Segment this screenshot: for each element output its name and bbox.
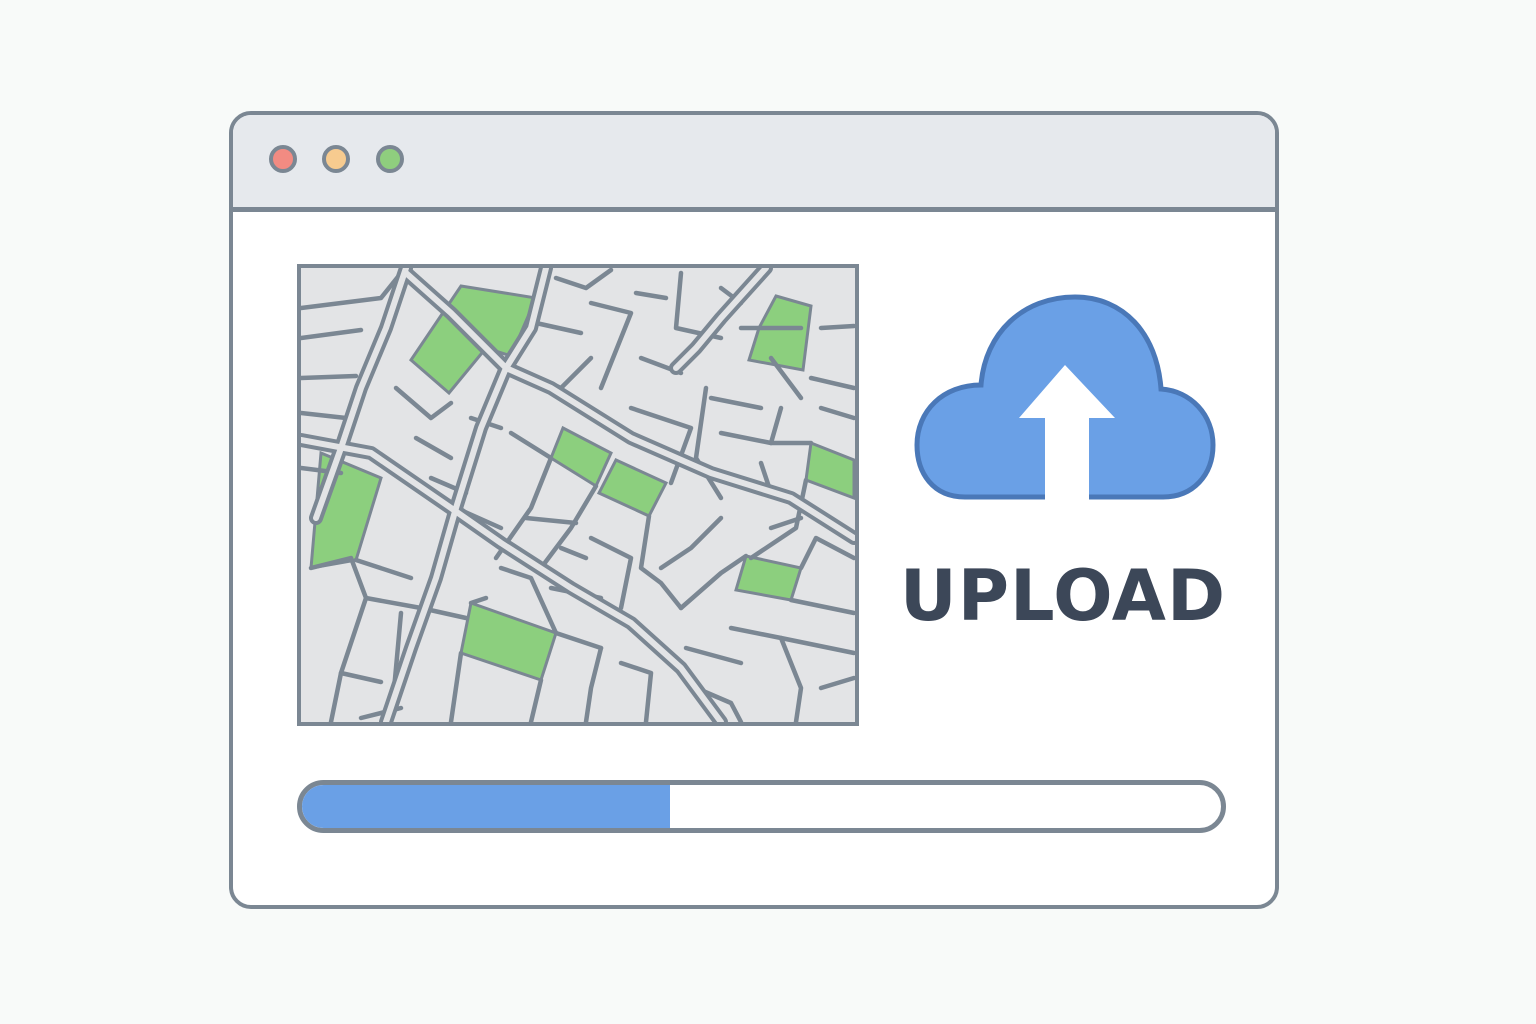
parks xyxy=(309,284,855,682)
major-roads xyxy=(301,268,855,722)
upload-label: UPLOAD xyxy=(899,555,1227,637)
upload-progress-bar xyxy=(297,780,1226,833)
upload-progress-fill xyxy=(302,785,670,828)
cloud-upload-icon xyxy=(914,294,1216,501)
browser-window: UPLOAD xyxy=(229,111,1279,909)
map-preview xyxy=(297,264,859,726)
title-bar xyxy=(233,115,1275,212)
upload-cloud-button[interactable] xyxy=(913,293,1217,507)
maximize-window-button[interactable] xyxy=(376,145,404,173)
map-icon xyxy=(301,268,855,722)
close-window-button[interactable] xyxy=(269,145,297,173)
minimize-window-button[interactable] xyxy=(322,145,350,173)
